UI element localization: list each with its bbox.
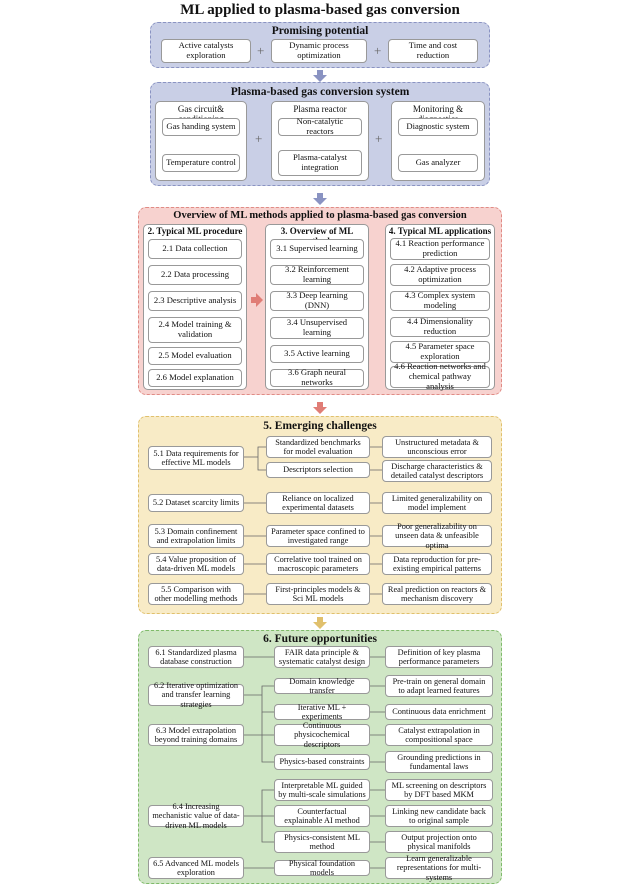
procedure-item: 2.5 Model evaluation <box>148 347 242 365</box>
system-group: Monitoring & diagnostics Diagnostic syst… <box>391 101 485 181</box>
opportunity-method: Iterative ML + experiments <box>274 703 370 721</box>
system-item: Diagnostic system <box>398 118 478 136</box>
plus-icon: + <box>375 131 383 146</box>
promising-item: Active catalysts exploration <box>161 39 251 63</box>
challenge-outcome: Data reproduction for pre-existing empir… <box>382 553 492 575</box>
promising-item: Dynamic process optimization <box>271 39 367 63</box>
arrow-down-icon <box>313 402 327 414</box>
arrow-down-icon <box>313 70 327 82</box>
procedure-item: 2.2 Data processing <box>148 265 242 285</box>
promising-item: Time and cost reduction <box>388 39 478 63</box>
arrow-down-icon <box>313 193 327 205</box>
opportunity-item: 6.3 Model extrapolation beyond training … <box>148 724 244 746</box>
opportunity-method: Interpretable ML guided by multi-scale s… <box>274 779 370 801</box>
challenge-detail: Reliance on localized experimental datas… <box>266 492 370 514</box>
procedure-item: 2.6 Model explanation <box>148 369 242 387</box>
method-item: 3.3 Deep learning (DNN) <box>270 290 364 311</box>
opportunity-outcome: Catalyst extrapolation in compositional … <box>385 724 493 746</box>
opportunity-outcome: ML screening on descriptors by DFT based… <box>385 779 493 801</box>
application-item: 4.1 Reaction performance prediction <box>390 238 490 260</box>
opportunity-outcome: Grounding predictions in fundamental law… <box>385 751 493 773</box>
opportunity-item: 6.5 Advanced ML models exploration <box>148 857 244 879</box>
challenge-item: 5.4 Value proposition of data-driven ML … <box>148 553 244 575</box>
method-item: 3.1 Supervised learning <box>270 239 364 259</box>
opportunity-method: Domain knowledge transfer <box>274 677 370 695</box>
opportunity-outcome: Pre-train on general domain to adapt lea… <box>385 675 493 697</box>
overview-column-title: 4. Typical ML applications <box>388 226 492 236</box>
system-group-title: Plasma reactor <box>293 104 347 114</box>
overview-title: Overview of ML methods applied to plasma… <box>173 210 467 221</box>
method-item: 3.4 Unsupervised learning <box>270 317 364 339</box>
challenge-detail: Correlative tool trained on macroscopic … <box>266 553 370 575</box>
application-item: 4.6 Reaction networks and chemical pathw… <box>390 361 490 391</box>
overview-column: 4. Typical ML applications 4.1 Reaction … <box>385 224 495 391</box>
arrow-right-icon <box>251 293 263 307</box>
procedure-item: 2.1 Data collection <box>148 239 242 259</box>
overview-column: 2. Typical ML procedure 2.1 Data collect… <box>143 224 247 390</box>
challenge-outcome: Poor generalizability on unseen data & u… <box>382 522 492 550</box>
challenge-outcome: Limited generalizability on model implem… <box>382 492 492 514</box>
challenge-item: 5.2 Dataset scarcity limits <box>148 494 244 512</box>
plus-icon: + <box>255 131 263 146</box>
plus-icon: + <box>374 43 382 58</box>
system-item: Non-catalytic reactors <box>278 116 362 136</box>
opportunity-method: Physics-based constraints <box>274 754 370 770</box>
overview-column-title: 2. Typical ML procedure <box>147 226 243 236</box>
overview-column: 3. Overview of ML methods 3.1 Supervised… <box>265 224 369 390</box>
method-item: 3.2 Reinforcement learning <box>270 264 364 285</box>
system-item: Plasma-catalyst integration <box>278 150 362 176</box>
system-item: Temperature control <box>162 154 240 172</box>
procedure-item: 2.3 Descriptive analysis <box>148 291 242 311</box>
opportunity-outcome: Output projection onto physical manifold… <box>385 831 493 853</box>
opportunity-outcome: Definition of key plasma performance par… <box>385 646 493 668</box>
system-title: Plasma-based gas conversion system <box>230 86 410 98</box>
application-item: 4.3 Complex system modeling <box>390 290 490 311</box>
system-group: Gas circuit& conditioning Gas handing sy… <box>155 101 247 181</box>
challenge-item: 5.3 Domain confinement and extrapolation… <box>148 524 244 548</box>
opportunity-method: Physical foundation models <box>274 859 370 877</box>
method-item: 3.5 Active learning <box>270 345 364 363</box>
challenge-item: 5.1 Data requirements for effective ML m… <box>148 446 244 470</box>
challenge-outcome: Real prediction on reactors & mechanism … <box>382 583 492 605</box>
opportunity-item: 6.1 Standardized plasma database constru… <box>148 646 244 668</box>
future-title: 6. Future opportunities <box>263 633 377 645</box>
challenge-detail: Parameter space confined to investigated… <box>266 525 370 547</box>
application-item: 4.5 Parameter space exploration <box>390 341 490 363</box>
system-group: Plasma reactor Non-catalytic reactors Pl… <box>271 101 369 181</box>
procedure-item: 2.4 Model training & validation <box>148 317 242 343</box>
method-item: 3.6 Graph neural networks <box>270 367 364 387</box>
opportunity-outcome: Continuous data enrichment <box>385 704 493 720</box>
opportunity-item: 6.4 Increasing mechanistic value of data… <box>148 802 244 830</box>
challenge-outcome: Discharge characteristics & detailed cat… <box>382 460 492 482</box>
challenge-outcome: Unstructured metadata & unconscious erro… <box>382 436 492 458</box>
challenges-title: 5. Emerging challenges <box>263 420 377 432</box>
application-item: 4.4 Dimensionality reduction <box>390 316 490 337</box>
challenge-detail: Descriptors selection <box>266 462 370 478</box>
challenge-detail: Standardized benchmarks for model evalua… <box>266 436 370 458</box>
arrow-down-icon <box>313 617 327 629</box>
opportunity-method: Counterfactual explainable AI method <box>274 805 370 827</box>
opportunity-method: Continuous physicochemical descriptors <box>274 721 370 749</box>
opportunity-method: FAIR data principle & systematic catalys… <box>274 646 370 668</box>
system-item: Gas handing system <box>162 118 240 136</box>
challenge-detail: First-principles models & Sci ML models <box>266 583 370 605</box>
application-item: 4.2 Adaptive process optimization <box>390 264 490 286</box>
promising-title: Promising potential <box>271 25 369 37</box>
opportunity-method: Physics-consistent ML method <box>274 831 370 853</box>
plus-icon: + <box>257 43 265 58</box>
opportunity-outcome: Learn generalizable representations for … <box>385 854 493 882</box>
page-title: ML applied to plasma-based gas conversio… <box>180 2 460 18</box>
opportunity-item: 6.2 Iterative optimization and transfer … <box>148 681 244 709</box>
system-item: Gas analyzer <box>398 154 478 172</box>
challenge-item: 5.5 Comparison with other modelling meth… <box>148 583 244 605</box>
opportunity-outcome: Linking new candidate back to original s… <box>385 805 493 827</box>
overview-panel: Overview of ML methods applied to plasma… <box>138 207 502 395</box>
system-panel: Plasma-based gas conversion system Gas c… <box>150 82 490 186</box>
promising-panel: Promising potential Active catalysts exp… <box>150 22 490 68</box>
